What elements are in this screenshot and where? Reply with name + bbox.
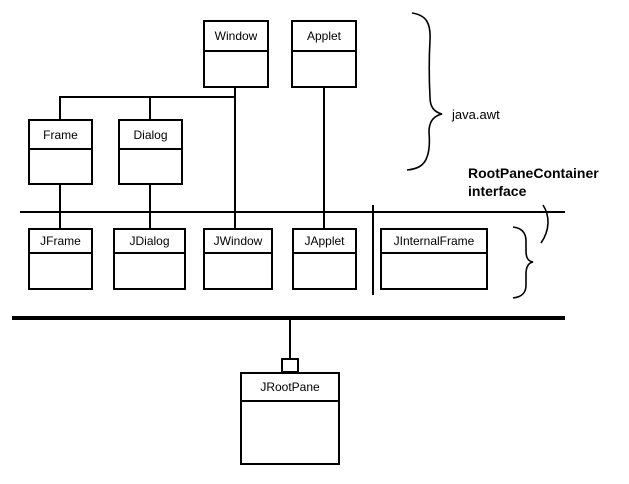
class-box-japplet-label: JApplet (294, 230, 355, 254)
rootpane-container-label: RootPaneContainer interface (468, 164, 599, 200)
class-box-jframe: JFrame (28, 228, 93, 290)
class-box-jwindow-label: JWindow (205, 230, 271, 254)
class-box-applet: Applet (291, 20, 357, 88)
class-box-window-label: Window (205, 22, 267, 52)
class-box-jrootpane-label: JRootPane (242, 374, 338, 402)
class-box-jwindow: JWindow (203, 228, 273, 290)
class-box-dialog-label: Dialog (120, 121, 181, 150)
class-box-jdialog: JDialog (113, 228, 186, 290)
jrootpane-connector-square (281, 358, 299, 373)
class-box-jinternalframe-label: JInternalFrame (382, 230, 486, 254)
class-box-window: Window (203, 20, 269, 88)
rootpane-container-label-line2: interface (468, 183, 527, 200)
class-box-frame-label: Frame (30, 121, 91, 150)
class-box-jdialog-label: JDialog (115, 230, 184, 254)
java-awt-package-label: java.awt (452, 107, 500, 122)
class-box-applet-label: Applet (293, 22, 355, 52)
class-box-frame: Frame (28, 119, 93, 185)
class-box-dialog: Dialog (118, 119, 183, 185)
rootpane-container-brace (512, 226, 534, 299)
java-awt-brace (406, 12, 443, 171)
class-box-jframe-label: JFrame (30, 230, 91, 254)
class-box-jrootpane: JRootPane (240, 372, 340, 465)
class-box-japplet: JApplet (292, 228, 357, 290)
class-box-jinternalframe: JInternalFrame (380, 228, 488, 290)
rootpane-container-label-line1: RootPaneContainer (468, 165, 599, 181)
rootpane-container-leader-line (540, 204, 549, 244)
